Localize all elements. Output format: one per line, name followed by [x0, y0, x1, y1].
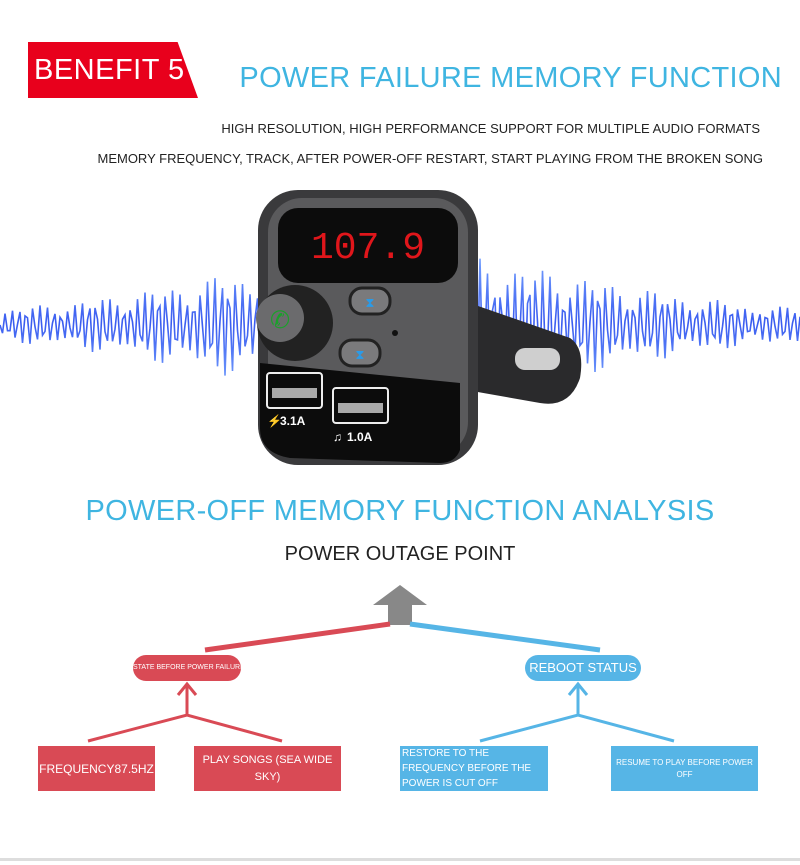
subtitle-line-2: MEMORY FREQUENCY, TRACK, AFTER POWER-OFF… [97, 151, 763, 166]
car-fm-transmitter-image: 107.9 ✆ ⧗ ⧗ ⚡ 3.1A ♫ 1.0A [256, 190, 582, 465]
phone-icon: ✆ [270, 307, 290, 334]
restore-frequency-box: RESTORE TO THE FREQUENCY BEFORE THE POWE… [400, 746, 548, 791]
play-songs-box: PLAY SONGS (SEA WIDE SKY) [194, 746, 341, 791]
music-note-icon: ♫ [333, 430, 342, 444]
power-outage-point-label: POWER OUTAGE POINT [284, 543, 516, 565]
resume-play-box: RESUME TO PLAY BEFORE POWER OFF [611, 746, 758, 791]
next-button-icon: ⧗ [355, 347, 364, 362]
divider [0, 858, 800, 861]
prev-button-icon: ⧗ [365, 295, 374, 310]
page-title: POWER FAILURE MEMORY FUNCTION [239, 62, 782, 94]
phone-knob [256, 294, 304, 342]
state-before-failure-pill: STATE BEFORE POWER FAILURE [133, 655, 245, 681]
benefit-badge: BENEFIT 5 [28, 42, 198, 98]
tree-connectors [87, 585, 675, 743]
frequency-box: FREQUENCY87.5HZ [38, 746, 155, 791]
blue-branch [479, 681, 675, 743]
red-branch [87, 681, 283, 743]
subtitle-line-1: HIGH RESOLUTION, HIGH PERFORMANCE SUPPOR… [221, 121, 760, 136]
port-2-label: 1.0A [347, 430, 373, 444]
analysis-title: POWER-OFF MEMORY FUNCTION ANALYSIS [85, 495, 715, 527]
up-arrow-icon [373, 585, 427, 625]
reboot-status-pill: REBOOT STATUS [525, 655, 641, 681]
lightning-icon: ⚡ [267, 414, 282, 428]
frequency-display: 107.9 [311, 227, 425, 270]
port-1-label: 3.1A [280, 414, 306, 428]
